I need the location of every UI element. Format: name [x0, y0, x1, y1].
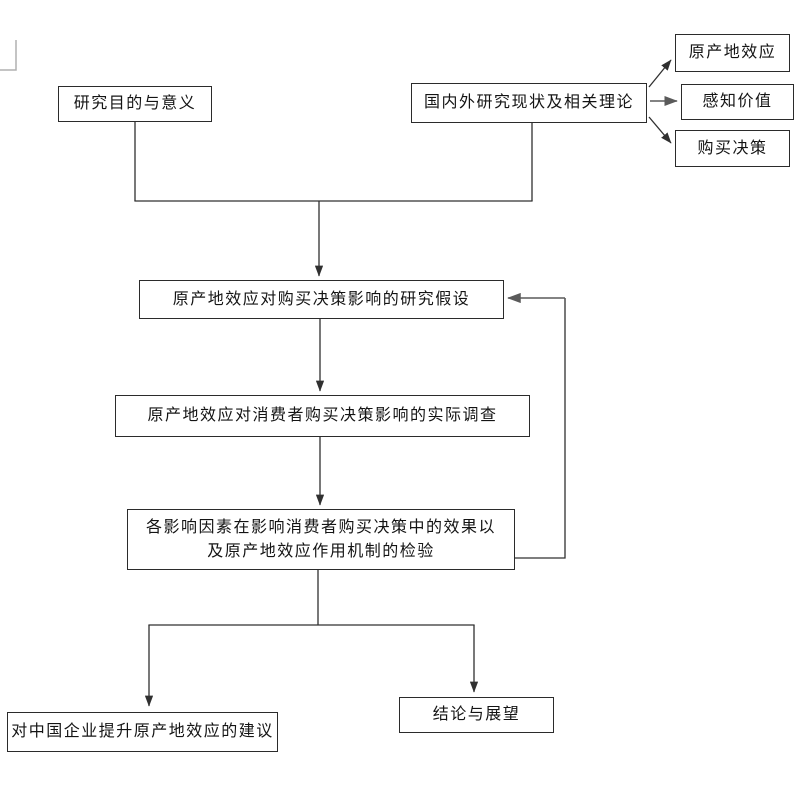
node-research-purpose: 研究目的与意义: [58, 86, 212, 122]
node-research-hypothesis: 原产地效应对购买决策影响的研究假设: [139, 280, 504, 319]
node-literature-review: 国内外研究现状及相关理论: [411, 83, 647, 123]
node-perceived-value: 感知价值: [681, 84, 794, 120]
edge-review-to-decision-arrow: [648, 116, 672, 144]
edge-review-to-coo-arrow: [648, 59, 672, 88]
node-conclusion-outlook: 结论与展望: [399, 697, 554, 733]
page-corner-mark: [0, 40, 17, 71]
node-effect-mechanism-test: 各影响因素在影响消费者购买决策中的效果以 及原产地效应作用机制的检验: [127, 509, 515, 570]
node-purchase-decision: 购买决策: [675, 130, 790, 167]
node-actual-survey: 原产地效应对消费者购买决策影响的实际调查: [115, 395, 530, 437]
node-coo-effect: 原产地效应: [675, 34, 790, 72]
edge-feedback-path: [515, 298, 566, 559]
node-enterprise-suggestion: 对中国企业提升原产地效应的建议: [7, 712, 278, 752]
